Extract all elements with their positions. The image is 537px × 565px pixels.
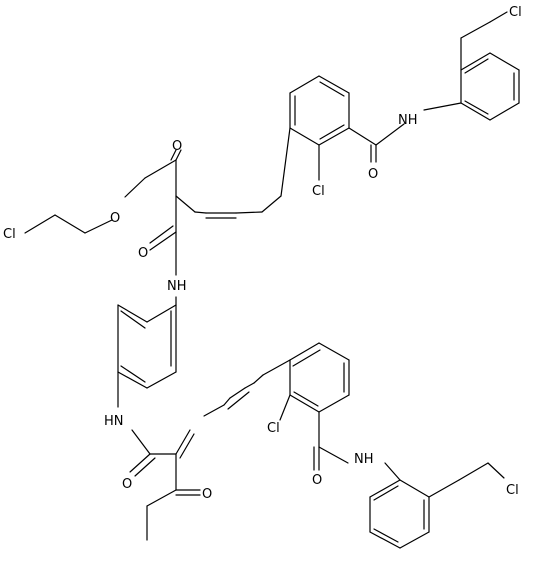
atom-o-amide-top: O xyxy=(368,167,378,182)
ring-top-right xyxy=(460,52,520,121)
azo-top-link-2 xyxy=(194,211,207,214)
atom-labels: Cl NH O Cl O O Cl O NH HN Cl NH O O O Cl xyxy=(3,5,522,502)
atom-o-keto-top: O xyxy=(172,139,182,154)
atom-cl-left: Cl xyxy=(3,227,16,242)
atom-nh-low: HN xyxy=(104,414,124,429)
azo-groups xyxy=(194,211,263,410)
atom-nh-mid: NH xyxy=(167,279,187,294)
atom-o-amide-low: O xyxy=(122,477,132,492)
atom-o-ether: O xyxy=(110,211,120,226)
atom-o-amide-bottom: O xyxy=(312,473,322,488)
azo-low-link xyxy=(223,397,231,406)
atom-nh-bottom: NH xyxy=(354,452,374,467)
ring-lower-middle xyxy=(262,342,350,413)
atom-cl-ring-low: Cl xyxy=(267,421,280,436)
atom-nh-top: NH xyxy=(398,113,418,128)
atom-cl-ring-top: Cl xyxy=(312,184,325,199)
bond-lines xyxy=(24,11,520,549)
azo-low-link-2 xyxy=(244,382,255,389)
ring-top-middle xyxy=(289,75,350,146)
atom-cl-top-right: Cl xyxy=(509,5,522,20)
ring-bottom-right xyxy=(369,479,430,549)
atom-o-amide-mid: O xyxy=(138,246,148,261)
atom-cl-bottom-right: Cl xyxy=(506,483,519,498)
azo-low-double xyxy=(227,391,250,410)
atom-o-keto-low: O xyxy=(202,487,212,502)
azo-top-link xyxy=(235,211,263,214)
ring-center xyxy=(117,304,177,389)
